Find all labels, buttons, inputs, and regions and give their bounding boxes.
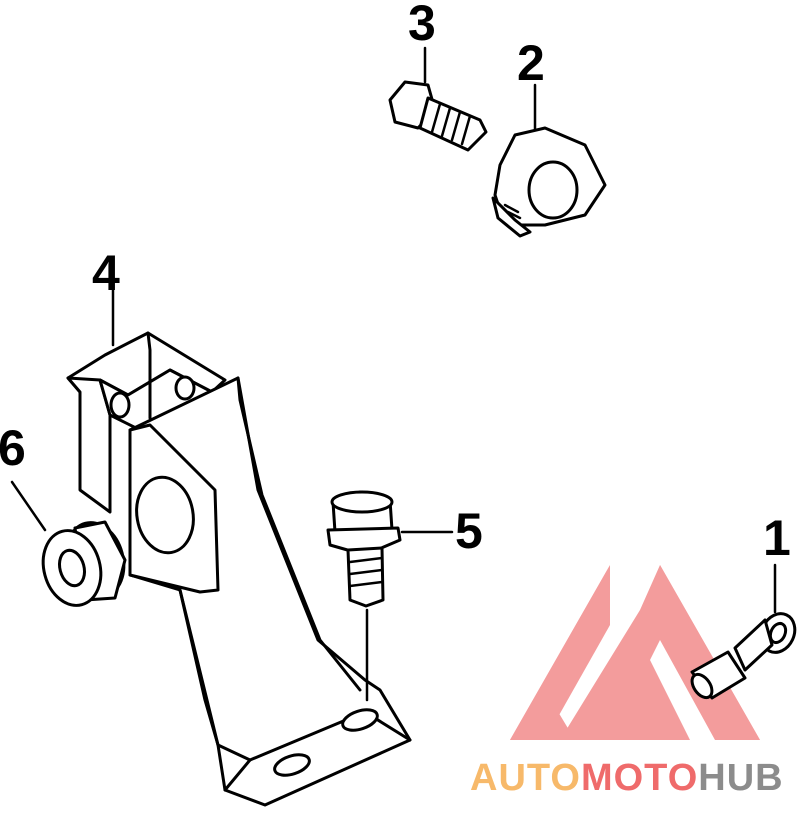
part-5-bolt [326,490,454,702]
callout-4: 4 [92,245,120,301]
watermark-auto: AUTO [470,757,581,799]
part-3-bolt [388,46,488,152]
logo-triangle [510,565,760,740]
watermark-logo [510,565,760,740]
part-4-bracket [66,331,412,807]
part-2-clamp [491,83,607,238]
watermark-moto: MOTO [581,757,698,799]
part-6-grommet [10,480,127,607]
callout-6: 6 [0,420,26,476]
part-1-fitting [690,563,797,700]
watermark-hub: HUB [698,757,783,799]
callout-1: 1 [763,510,791,566]
svg-text:AUTOMOTOHUB: AUTOMOTOHUB [470,757,784,799]
callout-5: 5 [455,503,483,559]
callout-2: 2 [517,35,545,91]
callout-3: 3 [408,0,436,51]
watermark-text: AUTOMOTOHUB [470,757,784,799]
